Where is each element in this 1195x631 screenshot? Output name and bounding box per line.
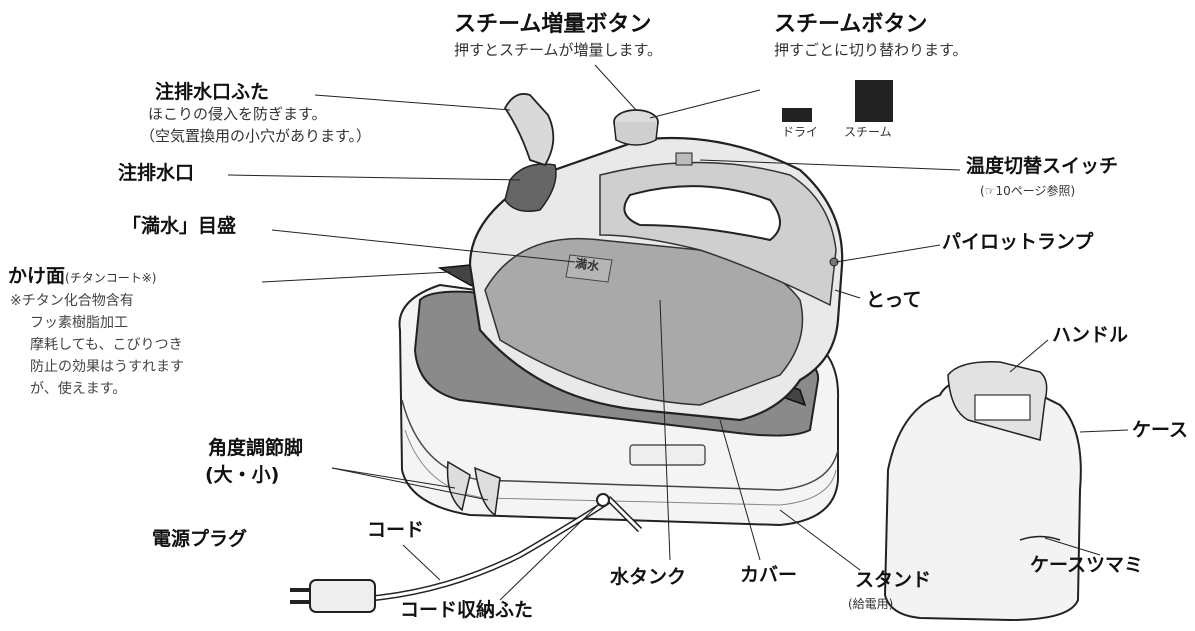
stand-legs (446, 460, 501, 517)
fill-cap-title: 注排水口ふた (155, 81, 270, 103)
soleplate-note-4: が、使えます。 (30, 381, 127, 397)
cord-cover-label: コード収納ふた (400, 599, 534, 621)
soleplate-note-1: フッ素樹脂加工 (30, 315, 128, 331)
cord-label: コード (367, 519, 425, 541)
case-label: ケース (1132, 419, 1189, 441)
steam-mode-label: スチーム (844, 125, 892, 139)
case-knob-label: ケースツマミ (1030, 554, 1144, 576)
soleplate-title-note: (チタンコート※) (65, 271, 157, 285)
cover-label: カバー (740, 564, 798, 586)
soleplate-note-2: 摩耗しても、こびりつき (30, 337, 183, 353)
steam-button-title: スチームボタン (774, 12, 928, 37)
steam-boost-title: スチーム増量ボタン (454, 12, 652, 37)
temp-switch-title: 温度切替スイッチ (966, 155, 1119, 177)
steam-mode-icons (782, 80, 893, 122)
stand-note: (給電用) (848, 597, 894, 611)
pilot-lamp-label: パイロットランプ (942, 231, 1094, 253)
fill-cap-desc2: （空気置換用の小穴があります。） (140, 127, 372, 145)
fill-port-label: 注排水口 (118, 162, 195, 184)
power-cord (374, 493, 643, 601)
fill-cap-desc1: ほこりの侵入を防ぎます。 (148, 105, 327, 123)
legs-label-line2: (大・小) (205, 464, 280, 486)
soleplate-title: かけ面(チタンコート※) (8, 265, 157, 288)
water-tank-label: 水タンク (610, 566, 687, 588)
steam-boost-desc: 押すとスチームが増量します。 (454, 41, 663, 59)
power-plug (290, 579, 376, 613)
dry-mode-label: ドライ (782, 125, 819, 139)
steam-button-desc: 押すごとに切り替わります。 (774, 41, 968, 59)
handle-grip-label: とって (866, 289, 922, 311)
legs-label-line1: 角度調節脚 (208, 437, 304, 459)
full-mark-label: 「満水」目盛 (122, 215, 237, 237)
soleplate-note-0: ※チタン化合物含有 (10, 293, 134, 309)
iron-body (468, 93, 844, 422)
leader-lines (227, 64, 1129, 601)
storage-case (883, 361, 1082, 622)
temp-switch-note: (☞10ページ参照) (980, 184, 1076, 198)
stand-label: スタンド (855, 569, 932, 591)
soleplate-note-3: 防止の効果はうすれます (30, 359, 184, 375)
soleplate-title-text: かけ面 (8, 265, 66, 287)
case-handle-label: ハンドル (1052, 324, 1129, 346)
plug-label: 電源プラグ (152, 528, 248, 550)
